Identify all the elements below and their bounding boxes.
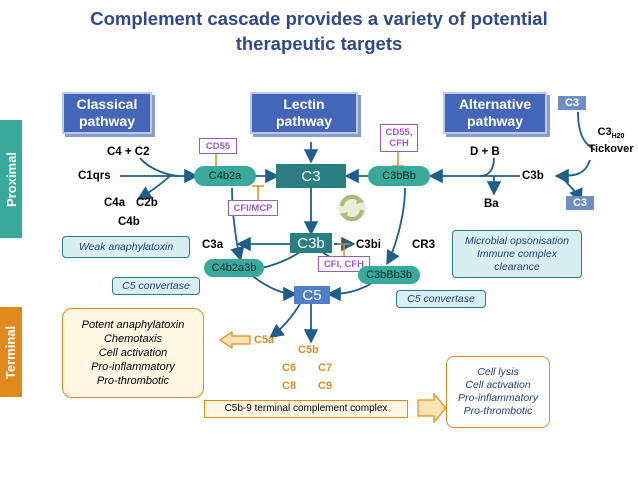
page-title: Complement cascade provides a variety of… bbox=[0, 6, 638, 56]
cd55-cfh-line-2: CFH bbox=[389, 138, 409, 149]
alternative-label-2: pathway bbox=[466, 113, 523, 129]
microbial-opsonisation-box: Microbial opsonisation Immune complex cl… bbox=[452, 230, 582, 278]
title-line-2: therapeutic targets bbox=[235, 33, 403, 54]
tcc-to-lysis-arrow bbox=[417, 392, 447, 424]
ba-label: Ba bbox=[484, 198, 499, 210]
c3-bottom-box: C3 bbox=[566, 196, 594, 210]
terminal-bar: Terminal bbox=[0, 307, 22, 397]
proximal-bar: Proximal bbox=[0, 120, 22, 238]
c5-convertase-right-box: C5 convertase bbox=[396, 290, 486, 308]
cfi-cfh-regulator: CFI, CFH bbox=[318, 256, 370, 272]
c3bbb3b-node: C3bBb3b bbox=[358, 266, 420, 284]
tcc-box: C5b-9 terminal complement complex bbox=[204, 400, 408, 418]
cd55-cfh-regulator: CD55, CFH bbox=[380, 124, 418, 152]
title-line-1: Complement cascade provides a variety of… bbox=[90, 8, 548, 29]
microbial-line-1: Microbial opsonisation bbox=[465, 234, 569, 247]
cell-lysis-box: Cell lysis Cell activation Pro-inflammat… bbox=[446, 356, 550, 428]
c5-convertase-left-box: C5 convertase bbox=[112, 277, 200, 295]
cfi-mcp-regulator: CFI/MCP bbox=[228, 200, 278, 216]
c3h2o-main: C3 bbox=[597, 126, 612, 138]
potent-line-5: Pro-thrombotic bbox=[96, 375, 170, 387]
c4b-label: C4b bbox=[118, 216, 140, 228]
c3bi-label: C3bi bbox=[356, 239, 381, 251]
lectin-label-1: Lectin bbox=[283, 96, 325, 112]
cd55-regulator: CD55 bbox=[199, 138, 237, 154]
c3b-right-label: C3b bbox=[522, 170, 544, 182]
c5a-to-potent-arrow bbox=[218, 330, 251, 350]
cd55-cfh-line-1: CD55, bbox=[385, 127, 413, 138]
lysis-line-4: Pro-thrombotic bbox=[463, 405, 533, 417]
alternative-label-1: Alternative bbox=[458, 96, 532, 112]
classical-label-1: Classical bbox=[76, 96, 138, 112]
classical-label-2: pathway bbox=[78, 113, 135, 129]
microbial-line-2: Immune complex bbox=[477, 247, 557, 260]
c3bbb-node: C3bBb bbox=[368, 166, 430, 186]
c3h2o-tickover-label: C3H20 Tickover bbox=[588, 126, 634, 156]
c6-label: C6 bbox=[282, 362, 297, 374]
weak-anaphylatoxin-box: Weak anaphylatoxin bbox=[62, 236, 190, 258]
c8-label: C8 bbox=[282, 380, 297, 392]
potent-line-2: Chemotaxis bbox=[103, 333, 163, 345]
c4a-label: C4a bbox=[104, 197, 126, 209]
c5a-label: C5a bbox=[254, 334, 275, 346]
lysis-line-3: Pro-inflammatory bbox=[458, 392, 538, 404]
potent-line-4: Pro-inflammatory bbox=[91, 361, 175, 373]
c3-top-box: C3 bbox=[558, 96, 586, 110]
c3b-center-node: C3b bbox=[290, 233, 332, 253]
c9-label: C9 bbox=[318, 380, 333, 392]
c4b2a-node: C4b2a bbox=[194, 166, 256, 186]
c3-node: C3 bbox=[276, 164, 346, 188]
c4b2a3b-node: C4b2a3b bbox=[204, 259, 264, 277]
c3h2o-sub: H20 bbox=[611, 133, 625, 141]
c1qrs-label: C1qrs bbox=[78, 170, 111, 182]
c3a-label: C3a bbox=[202, 239, 224, 251]
potent-line-1: Potent anaphylatoxin bbox=[81, 319, 185, 331]
c7-label: C7 bbox=[318, 362, 333, 374]
c5-node: C5 bbox=[294, 286, 330, 304]
tickover-label: Tickover bbox=[588, 143, 634, 156]
potent-line-3: Cell activation bbox=[98, 347, 168, 359]
lectin-label-2: pathway bbox=[275, 113, 332, 129]
lysis-line-1: Cell lysis bbox=[477, 366, 519, 378]
c5b-label: C5b bbox=[298, 344, 319, 356]
cr3-label: CR3 bbox=[412, 239, 436, 251]
recycle-arrows-icon bbox=[334, 190, 370, 226]
c2b-label: C2b bbox=[136, 197, 158, 209]
potent-anaphylatoxin-box: Potent anaphylatoxin Chemotaxis Cell act… bbox=[62, 308, 204, 398]
lysis-line-2: Cell activation bbox=[465, 379, 531, 391]
c4-c2-label: C4 + C2 bbox=[107, 146, 150, 158]
microbial-line-3: clearance bbox=[494, 260, 540, 273]
d-b-label: D + B bbox=[470, 146, 500, 158]
